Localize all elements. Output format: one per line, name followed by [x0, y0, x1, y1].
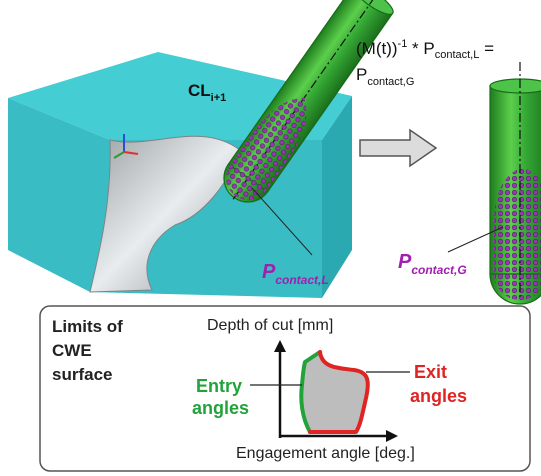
cwe-limits-panel: [39, 305, 531, 472]
workpiece-side-face: [322, 96, 352, 298]
contact-points-global: [494, 168, 541, 300]
formula-line-2: Pcontact,G: [356, 65, 414, 88]
panel-title-line2: CWE: [52, 341, 92, 360]
tilted-cutter-tool: [223, 0, 394, 203]
leader-line-local: [251, 187, 313, 256]
p-contact-global-label: Pcontact,G: [398, 251, 467, 277]
contact-points-local: [226, 97, 307, 200]
machined-pocket: [89, 135, 241, 293]
coordinate-axes-icon: [113, 134, 139, 159]
exit-boundary: [308, 350, 370, 434]
upright-cutter-tool: [489, 62, 541, 305]
y-axis-label: Depth of cut [mm]: [207, 317, 333, 334]
p-contact-local-label: Pcontact,L: [262, 261, 329, 287]
exit-label-line1: Exit: [414, 362, 447, 382]
entry-boundary: [299, 350, 322, 434]
cl-label: CLi+1: [188, 81, 226, 104]
transform-arrow: [359, 128, 438, 168]
formula-line-1: (M(t))-1 * Pcontact,L =: [356, 38, 494, 61]
exit-label-line2: angles: [410, 386, 467, 406]
x-axis-label: Engagement angle [deg.]: [236, 445, 415, 462]
x-axis-arrowhead: [386, 430, 398, 442]
panel-title-line3: surface: [52, 365, 112, 384]
y-axis-arrowhead: [274, 340, 286, 352]
panel-title-line1: Limits of: [52, 317, 123, 336]
leader-line-global: [447, 226, 504, 253]
cwe-region: [301, 352, 368, 432]
entry-label-line1: Entry: [196, 376, 242, 396]
entry-label-line2: angles: [192, 398, 249, 418]
